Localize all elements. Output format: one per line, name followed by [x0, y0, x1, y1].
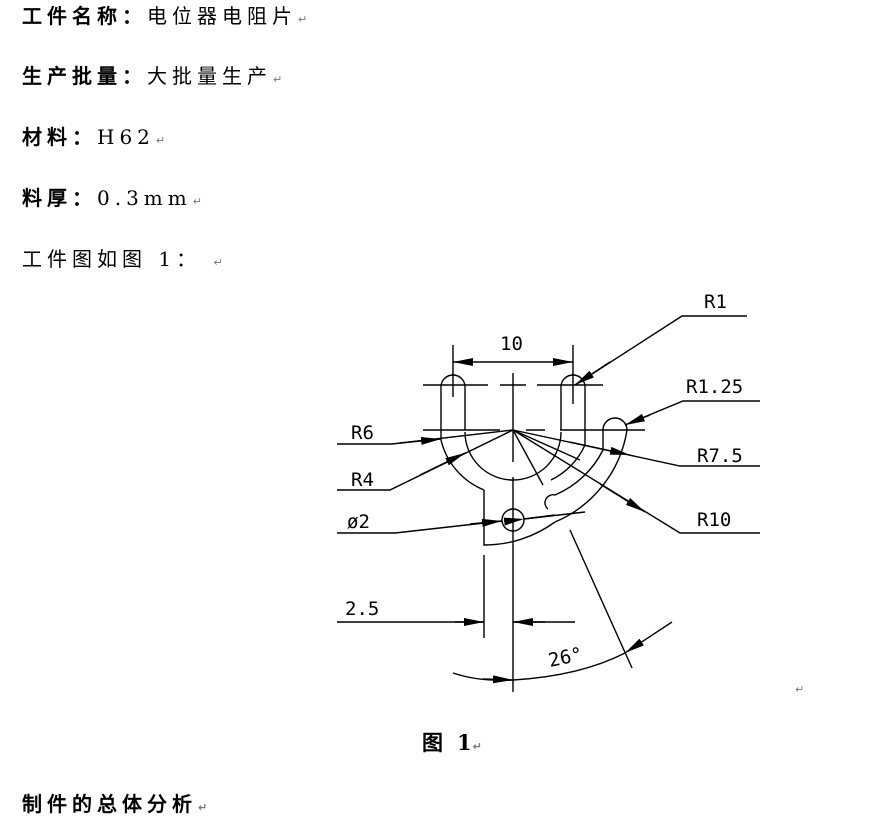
- dim-diameter-2: ø2: [347, 511, 370, 533]
- intro-text: 工件图如图 1：: [22, 247, 202, 271]
- paragraph-mark-icon: ↵: [273, 73, 283, 86]
- paragraph-mark-icon: ↵: [192, 195, 202, 208]
- field-label: 料厚：: [22, 186, 97, 210]
- field-value: 0.3mm: [97, 186, 192, 210]
- paragraph-mark-icon: ↵: [198, 801, 208, 814]
- dim-r10: R10: [697, 509, 731, 531]
- dim-angle-26: 26°: [546, 643, 584, 672]
- paragraph-mark-icon: ↵: [472, 740, 482, 753]
- paragraph-mark-icon: ↵: [795, 683, 805, 696]
- field-batch: 生产批量：大批量生产↵: [22, 64, 282, 92]
- dim-offset-2-5: 2.5: [345, 598, 379, 620]
- field-thickness: 料厚：0.3mm↵: [22, 186, 202, 214]
- dim-r4: R4: [351, 469, 374, 491]
- field-value: 电位器电阻片: [147, 4, 297, 28]
- field-label: 生产批量：: [22, 64, 147, 88]
- dim-r1-25: R1.25: [686, 376, 743, 398]
- caption-number: 1: [457, 730, 472, 755]
- section-heading: 制件的总体分析↵: [22, 788, 207, 817]
- field-label: 工件名称：: [22, 4, 147, 28]
- caption-prefix: 图: [422, 730, 443, 755]
- field-part-name: 工件名称：电位器电阻片↵: [22, 4, 307, 32]
- paragraph-mark-icon: ↵: [155, 134, 166, 147]
- dim-r6: R6: [351, 422, 374, 444]
- dim-r1: R1: [704, 291, 727, 313]
- figure-intro: 工件图如图 1： ↵: [22, 247, 223, 275]
- paragraph-mark-icon: ↵: [298, 13, 308, 26]
- field-label: 材料：: [22, 125, 97, 149]
- paragraph-mark-icon: ↵: [213, 256, 223, 269]
- section-heading-text: 制件的总体分析: [22, 792, 197, 816]
- dim-r7-5: R7.5: [697, 445, 743, 467]
- field-value: H62: [97, 125, 155, 149]
- field-material: 材料：H62↵: [22, 125, 165, 153]
- dim-width-10: 10: [500, 333, 523, 355]
- field-value: 大批量生产: [147, 64, 272, 88]
